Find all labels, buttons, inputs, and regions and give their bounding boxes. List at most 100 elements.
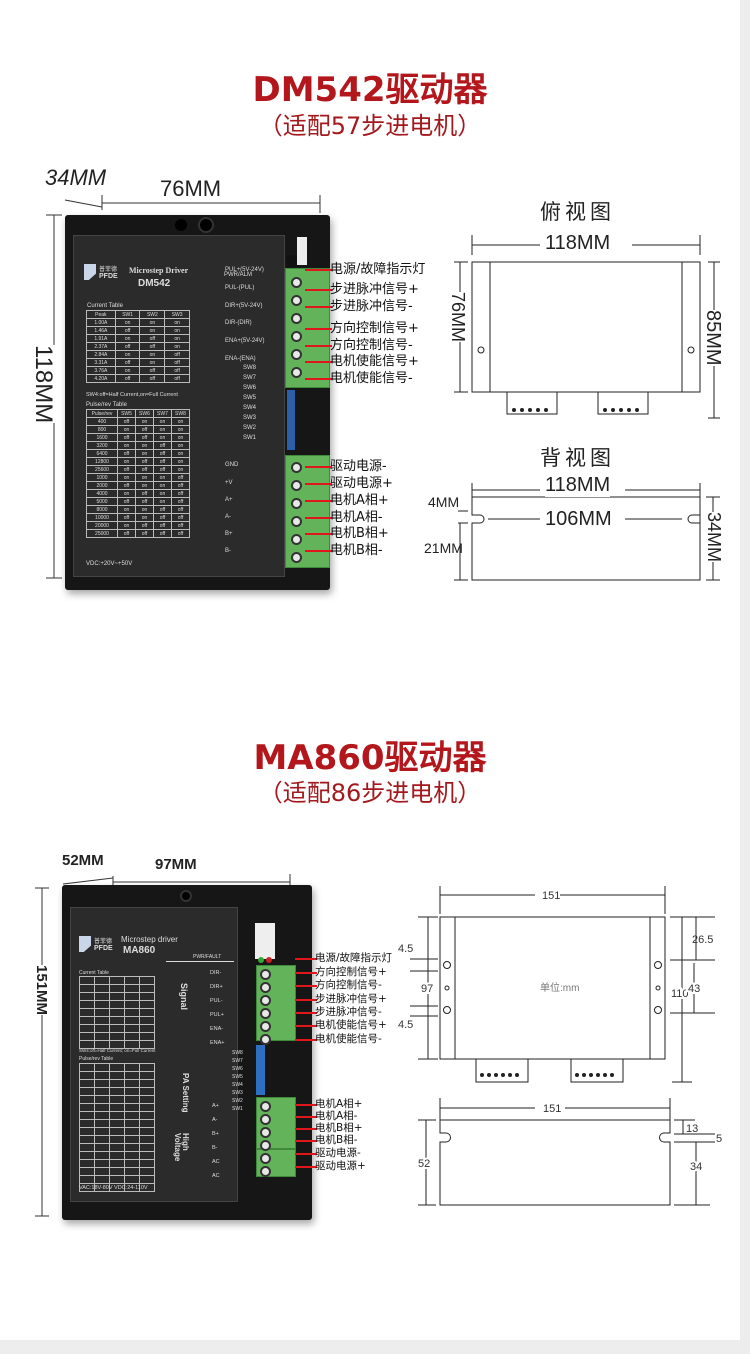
table-cell: on [134, 481, 154, 490]
table-cell: off [170, 513, 191, 522]
top-view-width: 118MM [545, 232, 611, 254]
table-cell [124, 1000, 140, 1009]
connector-label: 电机A相- [330, 510, 383, 525]
connector-label: 方向控制信号+ [330, 321, 419, 336]
table-cell: on [117, 473, 136, 482]
connector-label: 电机使能信号+ [315, 1019, 387, 1031]
table-cell [139, 1008, 155, 1017]
table-cell [79, 1119, 95, 1128]
table-header-cell [124, 1063, 140, 1072]
terminal-label: DIR- [210, 970, 222, 976]
leader-line [295, 1128, 317, 1130]
table-cell [109, 1119, 125, 1128]
table-cell: 1.91A [86, 334, 116, 343]
connector-label: 电机A相+ [330, 493, 389, 508]
fault-led-icon [266, 957, 272, 963]
ma860-depth-dim: 52MM [62, 852, 104, 869]
table-row [79, 1000, 155, 1009]
connector-label: 方向控制信号+ [315, 966, 387, 978]
leader-line [295, 1039, 317, 1041]
table-cell [94, 1024, 110, 1033]
terminal-label: SW6 [243, 385, 257, 391]
table-cell: on [134, 513, 154, 522]
table-cell [139, 1111, 155, 1120]
terminal-label: PUL+ [210, 1012, 224, 1018]
table-cell: 2000 [86, 481, 118, 490]
sw4-note: SW4:off=Half Current,on=Full Current [86, 392, 178, 398]
table-cell: off [134, 425, 154, 434]
table-cell: on [164, 342, 190, 351]
connector-label: 步进脉冲信号+ [315, 993, 387, 1005]
table-cell [139, 1087, 155, 1096]
table-row [79, 1127, 155, 1136]
table-cell: off [164, 350, 190, 359]
table-cell: 3.31A [86, 358, 116, 367]
table-row [79, 1071, 155, 1080]
table-cell: off [170, 505, 191, 514]
terminal-screw-icon [291, 295, 302, 306]
connector-label: 电机使能信号- [315, 1033, 382, 1045]
back-view-height: 34MM [703, 512, 724, 563]
table-cell: 25000 [86, 529, 118, 538]
table-cell: off [117, 481, 136, 490]
terminal-label: SW7 [243, 375, 257, 381]
connector-label: 电机A相+ [315, 1098, 363, 1110]
table-cell [109, 1008, 125, 1017]
table-header-cell: SW8 [170, 409, 191, 418]
table-cell: 12800 [86, 457, 118, 466]
table-cell [79, 1159, 95, 1168]
table-cell: on [114, 366, 141, 375]
table-cell [94, 992, 110, 1001]
dm542-device-photo: 普菲德 PFDE Microstep Driver DM542 Current … [65, 215, 330, 590]
table-row [79, 1087, 155, 1096]
table-cell: on [117, 521, 136, 530]
table-row [79, 1079, 155, 1088]
terminal-screw-icon [291, 498, 302, 509]
table-cell [94, 1127, 110, 1136]
table-cell: on [152, 473, 172, 482]
table-row [79, 1175, 155, 1184]
leader-line [305, 345, 332, 347]
table-cell [94, 1159, 110, 1168]
table-cell: off [117, 433, 136, 442]
hole-top-label: 4.5 [398, 943, 413, 955]
table-cell [94, 1008, 110, 1017]
table-cell [94, 1071, 110, 1080]
terminal-label: PUL-(PUL) [225, 285, 255, 291]
table-cell: off [117, 449, 136, 458]
table-cell: on [152, 489, 172, 498]
unit-label: 单位:mm [540, 981, 579, 994]
terminal-screw-icon [291, 462, 302, 473]
table-header-cell [124, 976, 140, 985]
table-cell: on [152, 417, 172, 426]
table-cell [79, 1071, 95, 1080]
table-cell [79, 1024, 95, 1033]
table-cell: on [164, 318, 190, 327]
table-cell: off [139, 334, 166, 343]
table-cell [79, 1008, 95, 1017]
terminal-label: A- [212, 1117, 218, 1123]
ma860-front-panel: 普菲德 PFDE Microstep driver MA860 Current … [70, 907, 238, 1202]
connector-label: 步进脉冲信号- [330, 299, 413, 314]
table-cell: 1.46A [86, 326, 116, 335]
leader-line [295, 1025, 317, 1027]
ma860-title: MA860驱动器 [253, 738, 487, 778]
table-header-cell: Peak [86, 310, 116, 319]
leader-line [295, 972, 317, 974]
connector-label: 电机使能信号- [330, 371, 413, 386]
table-cell: on [117, 425, 136, 434]
terminal-label: SW5 [243, 395, 257, 401]
back-view-title: 背视图 [540, 447, 615, 470]
connector-label: 电机B相+ [315, 1122, 363, 1134]
table-cell: 2.37A [86, 342, 116, 351]
table-cell [124, 1159, 140, 1168]
group-high-voltage: High Voltage [173, 1133, 190, 1162]
table-cell: on [152, 497, 172, 506]
